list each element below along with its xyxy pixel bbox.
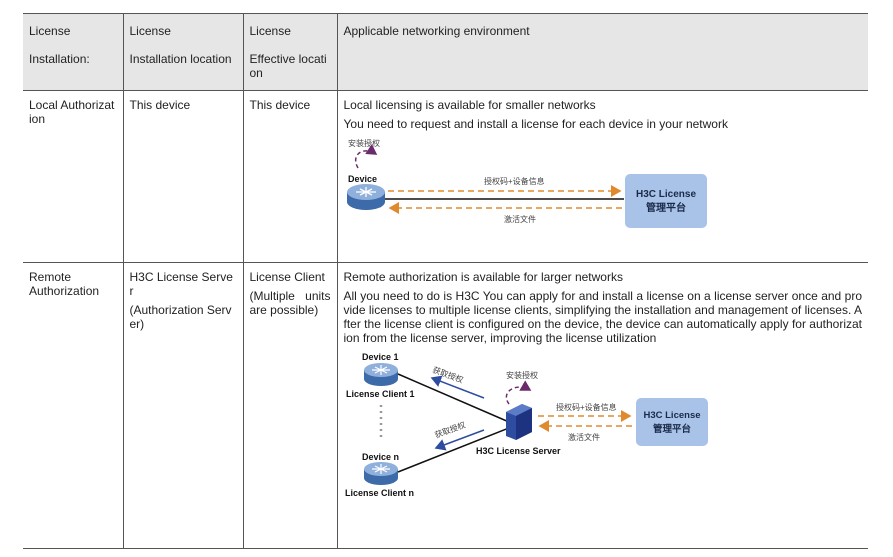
- get-auth-arrow-1: [430, 375, 484, 399]
- install-auth-label: 安装授权: [506, 370, 538, 380]
- header-location-line1: License: [129, 24, 171, 38]
- install-arrow: [505, 380, 531, 405]
- devicen-label: Device n: [362, 452, 399, 462]
- cell-installation: Local Authorization: [23, 90, 123, 263]
- install-auth-label: 安装授权: [348, 138, 380, 148]
- license-platform-box: [624, 174, 707, 228]
- cell-environment: Remote authorization is available for la…: [336, 262, 868, 549]
- code-label: 授权码+设备信息: [556, 402, 617, 412]
- license-table: License Installation: License Installati…: [23, 13, 868, 549]
- code-label: 授权码+设备信息: [484, 176, 545, 186]
- env-desc: All you need to do is H3C You can apply …: [343, 289, 863, 345]
- clientn-label: License Client n: [345, 488, 414, 498]
- cell-location: This device: [122, 90, 243, 263]
- env-desc: You need to request and install a licens…: [343, 117, 728, 131]
- device1-label: Device 1: [362, 352, 399, 362]
- header-effective-line1: License: [249, 24, 291, 38]
- platform-line1: H3C License: [643, 410, 700, 421]
- server-label: H3C License Server: [476, 446, 561, 456]
- get-auth-label-n: 获取授权: [433, 420, 466, 440]
- cell-installation: Remote Authorization: [23, 262, 123, 549]
- cell-effective: License Client (Multiple units are possi…: [242, 262, 337, 549]
- link-devicen: [397, 427, 509, 473]
- client1-label: License Client 1: [346, 389, 415, 399]
- header-effective: License Effective location: [242, 13, 337, 91]
- header-effective-line2: Effective location: [249, 52, 327, 80]
- router-icon: [363, 462, 398, 485]
- header-installation-line1: License: [29, 24, 71, 38]
- header-location: License Installation location: [122, 13, 243, 91]
- server-icon: [505, 404, 532, 440]
- link-device1: [397, 373, 509, 423]
- header-environment: Applicable networking environment: [336, 13, 868, 91]
- table-header-row: License Installation: License Installati…: [23, 13, 868, 91]
- activate-label: 激活文件: [504, 214, 536, 224]
- header-location-line2: Installation location: [129, 52, 232, 66]
- cell-location: H3C License Server (Authorization Server…: [122, 262, 243, 549]
- device-label: Device: [348, 174, 377, 184]
- header-environment-text: Applicable networking environment: [343, 24, 530, 38]
- platform-line2: 管理平台: [646, 201, 686, 214]
- remote-license-diagram: Device 1 License Client 1 Device n: [345, 352, 708, 498]
- get-auth-arrow-n: [434, 429, 484, 451]
- header-installation: License Installation:: [23, 13, 123, 91]
- env-title: Remote authorization is available for la…: [343, 270, 623, 284]
- platform-line1: H3C License: [635, 189, 695, 200]
- activate-label: 激活文件: [568, 432, 600, 442]
- platform-line2: 管理平台: [652, 423, 691, 435]
- license-platform-box: [635, 398, 708, 446]
- get-auth-label-1: 获取授权: [431, 364, 464, 384]
- cell-effective: This device: [242, 90, 337, 263]
- location-name: H3C License Server: [129, 270, 233, 298]
- effective-name: License Client: [249, 270, 325, 284]
- cell-environment: Local licensing is available for smaller…: [336, 90, 868, 263]
- header-installation-line2: Installation:: [29, 52, 90, 66]
- effective-note: (Multiple units are possible): [249, 289, 331, 317]
- local-license-diagram: 安装授权 Device 授权码+设备信息 激活文件 H3C L: [346, 138, 707, 228]
- env-title: Local licensing is available for smaller…: [343, 98, 596, 112]
- table-row: Remote Authorization H3C License Server …: [23, 262, 868, 549]
- table-row: Local Authorization This device This dev…: [23, 90, 868, 263]
- router-icon: [363, 363, 398, 386]
- location-note: (Authorization Server): [129, 303, 232, 331]
- install-arrow: [354, 144, 377, 169]
- router-icon: [346, 184, 385, 210]
